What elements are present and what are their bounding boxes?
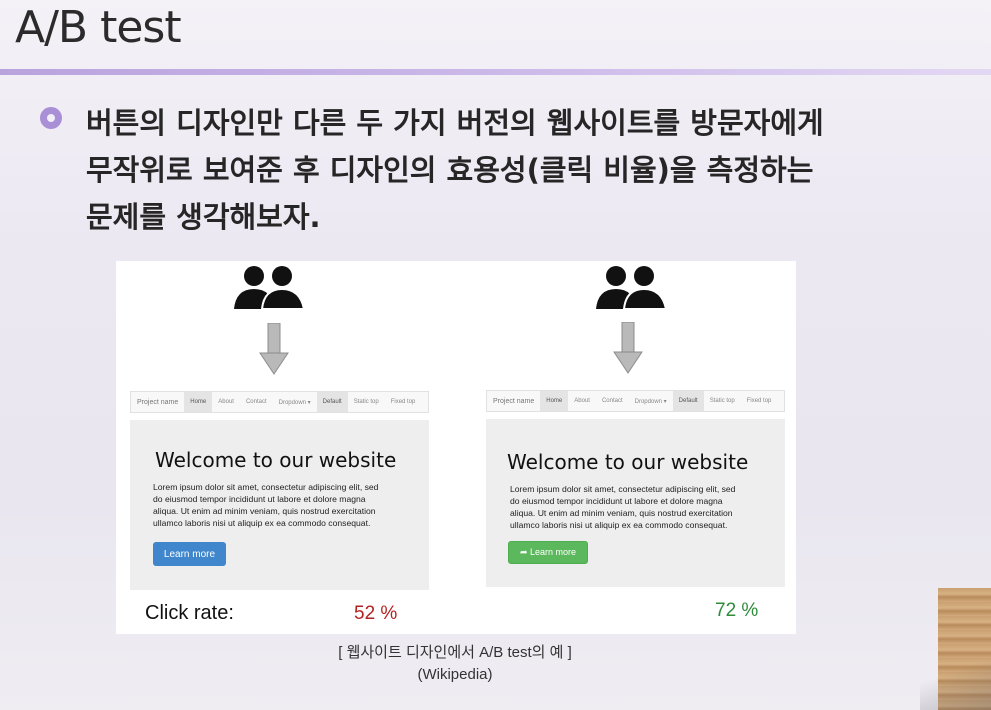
- users-icon: [234, 266, 306, 310]
- title-underline: [0, 69, 991, 75]
- slide-title: A/B test: [15, 2, 182, 53]
- learn-more-button-blue: Learn more: [153, 542, 226, 566]
- nav-link-default: Default: [672, 391, 704, 411]
- nav-link-fixed-top: Fixed top: [390, 399, 416, 405]
- hero-text: Lorem ipsum dolor sit amet, consectetur …: [153, 482, 379, 528]
- nav-link-home: Home: [184, 392, 213, 412]
- users-icon: [596, 266, 668, 310]
- nav-link-dropdown: Dropdown ▾: [278, 399, 311, 406]
- hero-title: Welcome to our website: [155, 448, 397, 472]
- navbar-brand: Project name: [137, 398, 179, 406]
- decorative-shadow: [920, 660, 991, 710]
- figure-caption: [ 웹사이트 디자인에서 A/B test의 예 ] (Wikipedia): [290, 642, 620, 686]
- nav-link-static-top: Static top: [353, 399, 379, 405]
- caption-line-2: (Wikipedia): [417, 666, 493, 683]
- nav-link-fixed-top: Fixed top: [746, 398, 772, 404]
- variant-b-navbar: Project name Home About Contact Dropdown…: [486, 390, 785, 412]
- nav-link-about: About: [218, 399, 234, 405]
- navbar-brand: Project name: [493, 397, 535, 405]
- variant-b-hero: Welcome to our website Lorem ipsum dolor…: [486, 419, 785, 587]
- decorative-wood-block: [938, 588, 991, 710]
- ab-test-figure: Project name Home About Contact Dropdown…: [116, 261, 796, 634]
- nav-link-default: Default: [316, 392, 348, 412]
- bullet-circle-icon: [40, 107, 62, 129]
- learn-more-button-green: ➦ Learn more: [508, 541, 588, 564]
- nav-link-home: Home: [540, 391, 569, 411]
- nav-link-contact: Contact: [601, 398, 623, 404]
- nav-link-static-top: Static top: [709, 398, 735, 404]
- variant-a-navbar: Project name Home About Contact Dropdown…: [130, 391, 429, 413]
- arrow-down-icon: [613, 322, 643, 374]
- variant-a-hero: Welcome to our website Lorem ipsum dolor…: [130, 420, 429, 590]
- nav-link-dropdown: Dropdown ▾: [634, 398, 667, 405]
- hero-text: Lorem ipsum dolor sit amet, consectetur …: [510, 484, 736, 530]
- caption-line-1: [ 웹사이트 디자인에서 A/B test의 예 ]: [338, 644, 572, 661]
- click-rate-label: Click rate:: [145, 602, 234, 624]
- slide-body-text: 버튼의 디자인만 다른 두 가지 버전의 웹사이트를 방문자에게 무작위로 보여…: [86, 106, 824, 234]
- click-rate-b: 72 %: [715, 600, 759, 621]
- nav-link-about: About: [574, 398, 590, 404]
- arrow-down-icon: [259, 323, 289, 375]
- nav-link-contact: Contact: [245, 399, 267, 405]
- click-rate-a: 52 %: [354, 603, 398, 624]
- hero-title: Welcome to our website: [507, 450, 749, 474]
